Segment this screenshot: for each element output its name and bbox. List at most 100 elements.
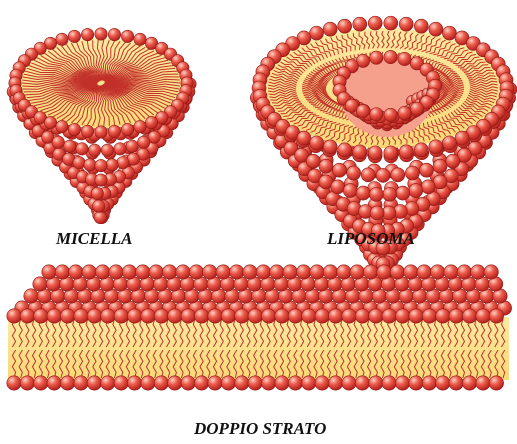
liposome-shell-head	[396, 186, 410, 200]
bilayer-top-head	[189, 265, 203, 279]
liposome-shell-head	[306, 154, 320, 168]
bilayer-bottom-head	[141, 376, 155, 390]
liposome-shell-head	[369, 187, 383, 201]
liposome-rim-head	[353, 17, 367, 31]
bilayer-bottom-head	[87, 376, 101, 390]
bilayer-top-head	[34, 309, 48, 323]
liposome-rim-head	[338, 19, 352, 33]
bilayer-bottom-head	[168, 376, 182, 390]
bilayer-core	[8, 317, 509, 380]
bilayer-top-head	[302, 309, 316, 323]
liposome-rim-head	[297, 131, 311, 145]
bilayer-top-head	[7, 309, 21, 323]
bilayer-top-head	[489, 309, 503, 323]
micelle-shell-head	[101, 144, 113, 156]
micelle-shell-head	[76, 143, 88, 155]
liposome-shell-head	[356, 186, 370, 200]
micelle-shell-head	[93, 200, 105, 212]
liposome-rim-head	[338, 143, 352, 157]
liposome-shell-head	[319, 159, 333, 173]
liposome-shell-head	[446, 154, 460, 168]
bilayer-top-head	[82, 265, 96, 279]
bilayer-top-head	[24, 289, 38, 303]
bilayer-top-head	[270, 265, 284, 279]
liposome-shell-head	[391, 168, 405, 182]
bilayer-bottom-head	[7, 376, 21, 390]
bilayer-bottom-head	[60, 376, 74, 390]
bilayer-top-head	[229, 265, 243, 279]
bilayer-top-head	[47, 309, 61, 323]
liposome-rim-head	[323, 22, 337, 36]
liposome-label: LIPOSOMA	[327, 229, 415, 249]
micelle-shell-head	[95, 174, 107, 186]
bilayer-top-head	[33, 277, 47, 291]
liposome-rim-head	[353, 145, 367, 159]
liposome-shell-head	[383, 187, 397, 201]
micelle-shell-head	[117, 156, 129, 168]
bilayer-top-head	[256, 265, 270, 279]
bilayer-bottom-head	[208, 376, 222, 390]
bilayer-top-head	[382, 309, 396, 323]
liposome-shell-head	[409, 184, 423, 198]
liposome-inner-rim-head	[356, 104, 369, 117]
bilayer-bottom-head	[248, 376, 262, 390]
bilayer-top-head	[296, 265, 310, 279]
bilayer-top-head	[422, 309, 436, 323]
bilayer-top-head	[436, 309, 450, 323]
bilayer-top-head	[168, 309, 182, 323]
micelle-rim-head	[95, 126, 107, 138]
bilayer-top-head	[409, 309, 423, 323]
liposome-rim-head	[323, 140, 337, 154]
liposome-inner-rim-head	[384, 108, 397, 121]
bilayer-top-head	[261, 309, 275, 323]
liposome-rim-head	[399, 145, 413, 159]
bilayer-top-head	[476, 309, 490, 323]
bilayer-bottom-head	[288, 376, 302, 390]
bilayer-bottom-head	[369, 376, 383, 390]
bilayer-bottom-head	[181, 376, 195, 390]
liposome-rim-head	[399, 17, 413, 31]
liposome-rim-head	[368, 146, 382, 160]
bilayer-top-head	[369, 309, 383, 323]
micelle-rim-head	[121, 30, 133, 42]
bilayer-bottom-head	[74, 376, 88, 390]
bilayer-top-head	[122, 265, 136, 279]
bilayer-figure	[7, 265, 512, 390]
bilayer-top-head	[127, 309, 141, 323]
micelle-label: MICELLA	[56, 229, 133, 249]
bilayer-bottom-head	[194, 376, 208, 390]
micelle-rim-head	[134, 120, 146, 132]
liposome-inner-rim-head	[370, 108, 383, 121]
bilayer-top-head	[462, 309, 476, 323]
bilayer-bottom-head	[235, 376, 249, 390]
liposome-rim-head	[310, 136, 324, 150]
bilayer-top-head	[377, 265, 391, 279]
liposome-rim-head	[384, 146, 398, 160]
liposome-rim-head	[429, 140, 443, 154]
bilayer-top-head	[203, 265, 217, 279]
liposome-inner-rim-head	[384, 50, 397, 63]
bilayer-top-head	[149, 265, 163, 279]
bilayer-top-head	[457, 265, 471, 279]
bilayer-bottom-head	[302, 376, 316, 390]
bilayer-top-head	[355, 309, 369, 323]
bilayer-bottom-head	[127, 376, 141, 390]
bilayer-top-head	[395, 309, 409, 323]
liposome-shell-head	[343, 184, 357, 198]
bilayer-bottom-head	[221, 376, 235, 390]
bilayer-bottom-head	[101, 376, 115, 390]
micelle-shell-head	[64, 140, 76, 152]
micelle-shell-head	[91, 187, 103, 199]
liposome-shell-head	[361, 168, 375, 182]
bilayer-bottom-head	[34, 376, 48, 390]
bilayer-top-head	[449, 309, 463, 323]
bilayer-top-head	[216, 265, 230, 279]
bilayer-top-head	[417, 265, 431, 279]
bilayer-label: DOPPIO STRATO	[194, 419, 326, 439]
micelle-shell-head	[106, 159, 118, 171]
bilayer-top-head	[162, 265, 176, 279]
liposome-shell-head	[419, 163, 433, 177]
micelle-rim-head	[145, 116, 157, 128]
bilayer-top-head	[136, 265, 150, 279]
liposome-inner-rim-head	[398, 52, 411, 65]
